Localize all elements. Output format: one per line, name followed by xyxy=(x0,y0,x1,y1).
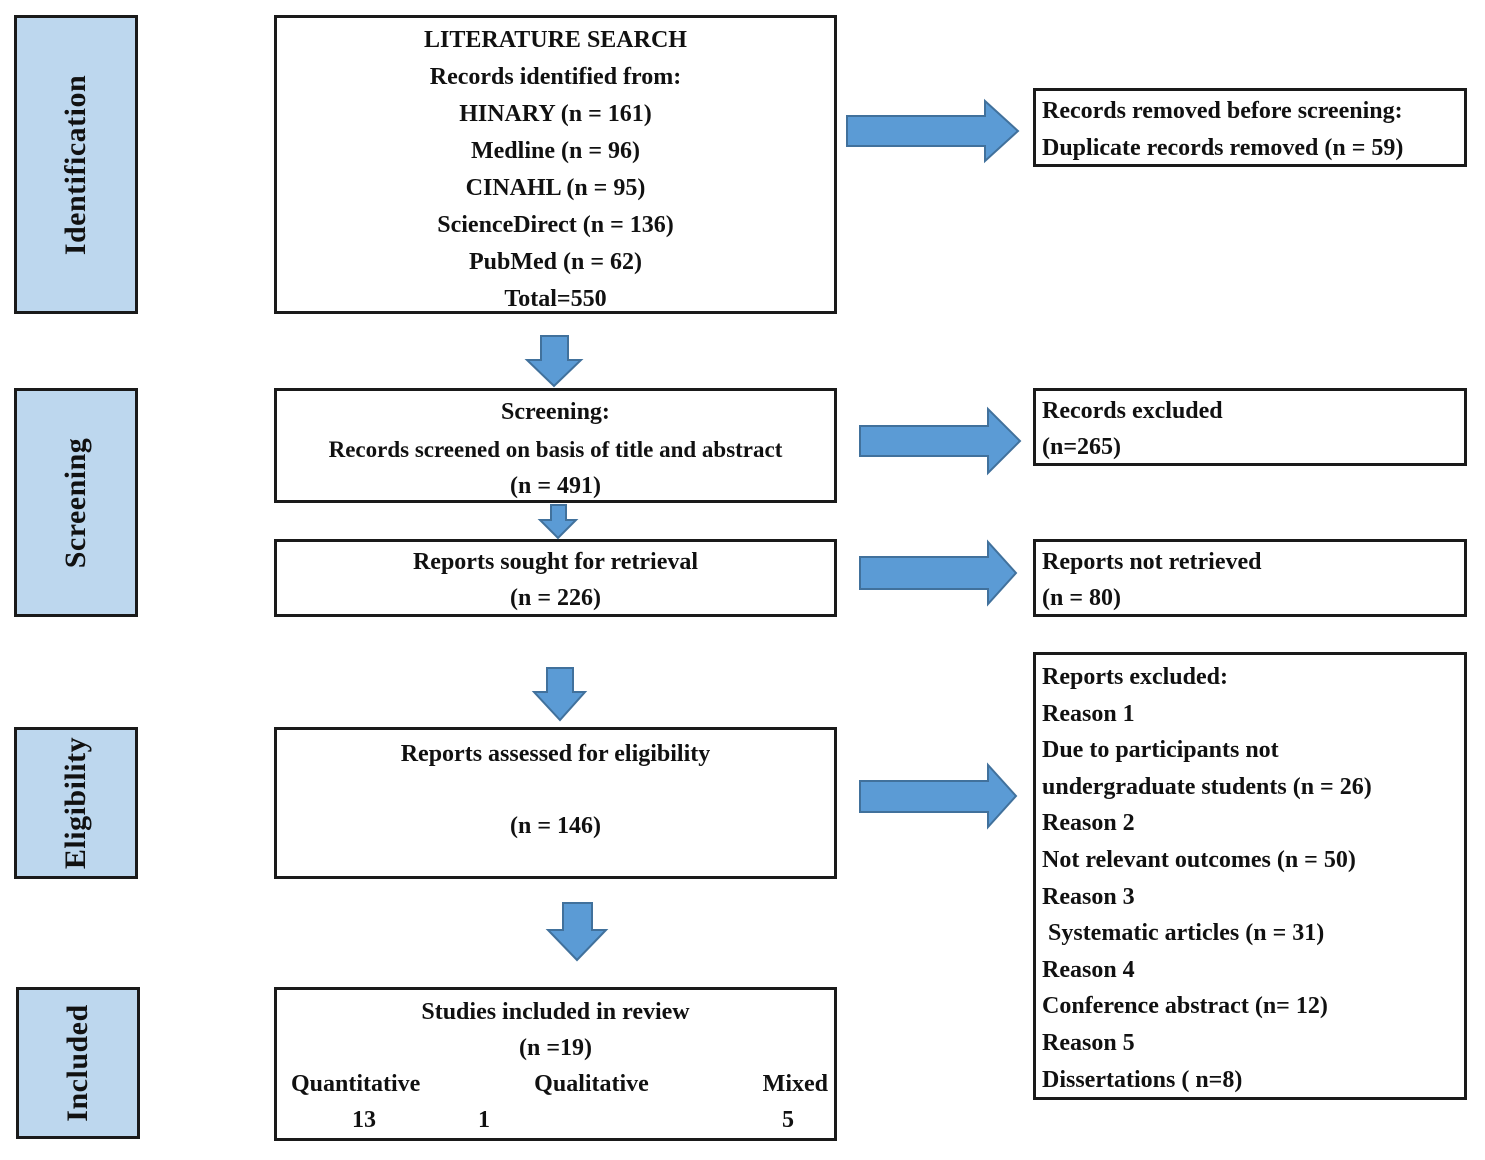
right-arrow-eligibility xyxy=(859,762,1018,830)
reason-4-text: Conference abstract (n= 12) xyxy=(1042,993,1328,1020)
stage-eligibility-label: Eligibility xyxy=(59,736,92,870)
literature-search-title: LITERATURE SEARCH xyxy=(424,27,687,53)
source-hinary: HINARY (n = 161) xyxy=(459,101,652,127)
records-excluded-box: Records excluded (n=265) xyxy=(1033,388,1467,466)
literature-search-total: Total=550 xyxy=(504,286,607,312)
study-type-counts: 13 1 5 xyxy=(277,1102,834,1138)
reason-3-label: Reason 3 xyxy=(1042,883,1135,910)
reports-not-retrieved-title: Reports not retrieved xyxy=(1042,549,1262,575)
down-arrow-to-retrieval xyxy=(537,504,579,540)
reports-assessed-title: Reports assessed for eligibility xyxy=(400,741,711,767)
reports-sought-count: (n = 226) xyxy=(509,585,601,611)
study-type-qualitative-count: 1 xyxy=(478,1107,490,1133)
down-arrow-to-screening xyxy=(524,335,584,388)
records-screened-text: Records screened on basis of title and a… xyxy=(328,437,783,462)
down-arrow-to-included xyxy=(545,902,609,962)
reports-sought-box: Reports sought for retrieval (n = 226) xyxy=(274,539,837,617)
records-excluded-count: (n=265) xyxy=(1042,434,1122,460)
reports-excluded-title: Reports excluded: xyxy=(1042,664,1228,690)
stage-eligibility: Eligibility xyxy=(14,727,138,879)
reason-2-text: Not relevant outcomes (n = 50) xyxy=(1042,846,1356,873)
source-cinahl: CINAHL (n = 95) xyxy=(465,175,646,201)
down-arrow-to-eligibility xyxy=(531,667,588,722)
study-type-quantitative-label: Quantitative xyxy=(291,1071,421,1097)
source-pubmed: PubMed (n = 62) xyxy=(468,249,642,275)
records-excluded-title: Records excluded xyxy=(1042,398,1223,424)
screening-box: Screening: Records screened on basis of … xyxy=(274,388,837,503)
reports-assessed-count: (n = 146) xyxy=(509,813,601,839)
reason-1-label: Reason 1 xyxy=(1042,700,1135,727)
source-medline: Medline (n = 96) xyxy=(471,138,640,164)
study-type-qualitative-label: Qualitative xyxy=(534,1071,649,1097)
reports-assessed-box: Reports assessed for eligibility (n = 14… xyxy=(274,727,837,879)
reports-not-retrieved-box: Reports not retrieved (n = 80) xyxy=(1033,539,1467,617)
right-arrow-retrieval xyxy=(859,539,1018,607)
study-type-mixed-label: Mixed xyxy=(762,1071,828,1097)
studies-included-box: Studies included in review (n =19) Quant… xyxy=(274,987,837,1141)
stage-included-label: Included xyxy=(61,1004,94,1122)
study-type-quantitative-count: 13 xyxy=(352,1107,376,1133)
source-sciencedirect: ScienceDirect (n = 136) xyxy=(437,212,674,238)
stage-included: Included xyxy=(16,987,140,1139)
reason-3-text: Systematic articles (n = 31) xyxy=(1042,920,1325,947)
reason-1-text-a: Due to participants not xyxy=(1042,737,1279,764)
duplicate-records-removed: Duplicate records removed (n = 59) xyxy=(1042,135,1404,161)
reports-excluded-box: Reports excluded: Reason 1 Due to partic… xyxy=(1033,652,1467,1100)
stage-screening-label: Screening xyxy=(59,437,92,568)
reason-5-text: Dissertations ( n=8) xyxy=(1042,1066,1243,1093)
literature-search-box: LITERATURE SEARCH Records identified fro… xyxy=(274,15,837,314)
stage-screening: Screening xyxy=(14,388,138,617)
reason-5-label: Reason 5 xyxy=(1042,1029,1135,1056)
study-type-mixed-count: 5 xyxy=(782,1107,794,1133)
studies-included-title: Studies included in review xyxy=(421,999,690,1025)
right-arrow-identification xyxy=(846,98,1020,164)
stage-identification-label: Identification xyxy=(59,74,92,255)
stage-identification: Identification xyxy=(14,15,138,314)
reports-assessed-spacer xyxy=(277,772,834,808)
reason-1-text-b: undergraduate students (n = 26) xyxy=(1042,773,1372,800)
reason-4-label: Reason 4 xyxy=(1042,956,1135,983)
reports-not-retrieved-count: (n = 80) xyxy=(1042,585,1122,611)
records-screened-count: (n = 491) xyxy=(509,473,601,499)
right-arrow-screening xyxy=(859,406,1022,476)
reason-2-label: Reason 2 xyxy=(1042,810,1135,837)
studies-included-count: (n =19) xyxy=(518,1035,592,1061)
removed-before-screening-box: Records removed before screening: Duplic… xyxy=(1033,88,1467,167)
literature-search-subtitle: Records identified from: xyxy=(429,64,682,90)
screening-title: Screening: xyxy=(501,399,610,425)
reports-sought-title: Reports sought for retrieval xyxy=(412,549,699,575)
removed-before-screening-title: Records removed before screening: xyxy=(1042,98,1403,124)
study-type-labels: Quantitative Qualitative Mixed xyxy=(277,1066,834,1102)
